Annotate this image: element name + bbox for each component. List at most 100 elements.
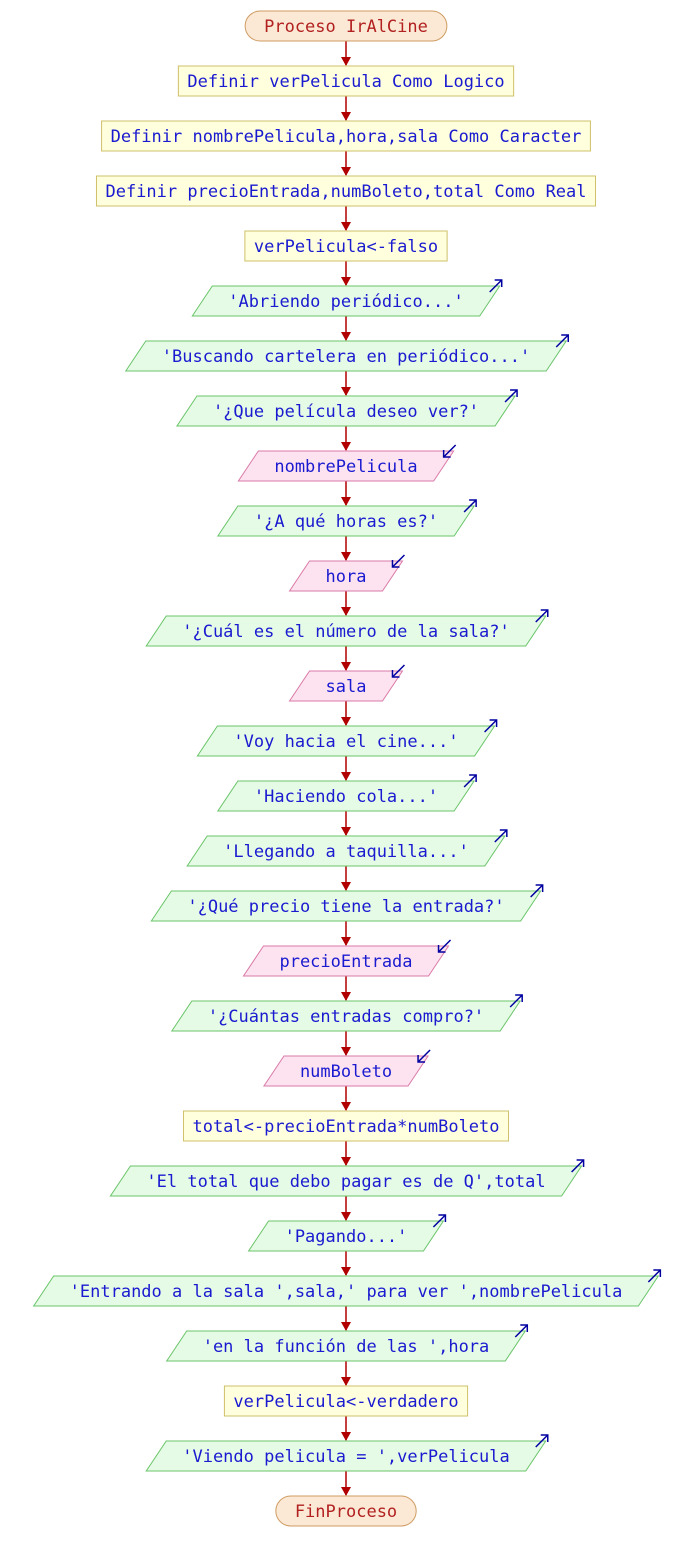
output-node-26: 'Viendo pelicula = ',verPelicula (145, 1434, 549, 1472)
node-label: Definir precioEntrada,numBoleto,total Co… (105, 182, 586, 202)
node-label: 'Abriendo periódico...' (228, 292, 463, 312)
node-label: 'El total que debo pagar es de Q',total (146, 1172, 545, 1192)
process-node-4: verPelicula<-falso (244, 230, 448, 262)
output-arrow-icon (509, 994, 523, 1008)
output-arrow-icon (463, 499, 477, 513)
node-label: Proceso IrAlCine (264, 17, 428, 37)
process-shape (223, 1385, 469, 1417)
process-node-3: Definir precioEntrada,numBoleto,total Co… (95, 175, 597, 207)
output-arrow-icon (530, 884, 544, 898)
node-label: 'Haciendo cola...' (254, 787, 438, 807)
process-shape (244, 230, 448, 262)
node-label: sala (326, 677, 367, 697)
input-shape (263, 1055, 429, 1087)
node-label: '¿Qué precio tiene la entrada?' (187, 897, 504, 917)
process-node-25: verPelicula<-verdadero (223, 1385, 469, 1417)
output-shape (165, 1330, 527, 1362)
output-arrow-icon (555, 334, 569, 348)
output-arrow-icon (571, 1159, 585, 1173)
node-label: 'Buscando cartelera en periódico...' (162, 347, 530, 367)
output-shape (145, 1440, 547, 1472)
terminal-node-27: FinProceso (275, 1495, 417, 1527)
output-node-13: 'Voy hacia el cine...' (196, 719, 498, 757)
node-label: precioEntrada (279, 952, 412, 972)
node-label: '¿Cuál es el número de la sala?' (182, 622, 510, 642)
output-arrow-icon (484, 719, 498, 733)
input-node-19: numBoleto (263, 1049, 431, 1087)
process-node-20: total<-precioEntrada*numBoleto (182, 1110, 510, 1142)
output-shape (176, 395, 516, 427)
output-shape (109, 1165, 583, 1197)
output-node-22: 'Pagando...' (247, 1214, 447, 1252)
output-node-23: 'Entrando a la sala ',sala,' para ver ',… (32, 1269, 662, 1307)
output-node-16: '¿Qué precio tiene la entrada?' (150, 884, 544, 922)
input-node-12: sala (288, 664, 406, 702)
node-label: '¿A qué horas es?' (254, 512, 438, 532)
input-shape (288, 560, 404, 592)
input-arrow-icon (437, 939, 452, 953)
output-arrow-icon (504, 389, 518, 403)
output-arrow-icon (535, 1434, 549, 1448)
node-label: Definir nombrePelicula,hora,sala Como Ca… (111, 127, 582, 147)
node-label: hora (326, 567, 367, 587)
node-label: Definir verPelicula Como Logico (187, 72, 504, 92)
input-node-10: hora (288, 554, 406, 592)
node-label: FinProceso (295, 1502, 397, 1522)
process-shape (101, 120, 591, 152)
node-label: 'Viendo pelicula = ',verPelicula (182, 1447, 510, 1467)
output-shape (170, 1000, 522, 1032)
node-label: 'Voy hacia el cine...' (233, 732, 458, 752)
terminal-node-0: Proceso IrAlCine (244, 10, 448, 42)
output-node-15: 'Llegando a taquilla...' (186, 829, 508, 867)
node-label: verPelicula<-falso (254, 237, 438, 257)
input-shape (242, 945, 450, 977)
output-shape (247, 1220, 445, 1252)
output-shape (32, 1275, 660, 1307)
node-label: 'Llegando a taquilla...' (223, 842, 469, 862)
process-node-2: Definir nombrePelicula,hora,sala Como Ca… (101, 120, 591, 152)
output-arrow-icon (489, 279, 503, 293)
output-shape (216, 780, 476, 812)
node-label: nombrePelicula (274, 457, 417, 477)
output-shape (145, 615, 547, 647)
input-arrow-icon (391, 554, 406, 568)
output-node-18: '¿Cuántas entradas compro?' (170, 994, 523, 1032)
input-shape (288, 670, 404, 702)
output-shape (191, 285, 501, 317)
input-arrow-icon (417, 1049, 431, 1063)
output-node-21: 'El total que debo pagar es de Q',total (109, 1159, 585, 1197)
output-node-9: '¿A qué horas es?' (216, 499, 477, 537)
node-label: '¿Que película deseo ver?' (213, 402, 479, 422)
node-label: total<-precioEntrada*numBoleto (192, 1117, 499, 1137)
output-node-14: 'Haciendo cola...' (216, 774, 477, 812)
input-shape (237, 450, 455, 482)
terminal-shape (275, 1495, 417, 1527)
process-node-1: Definir verPelicula Como Logico (177, 65, 515, 97)
process-shape (177, 65, 515, 97)
output-shape (150, 890, 542, 922)
node-label: numBoleto (300, 1062, 392, 1082)
output-arrow-icon (432, 1214, 447, 1228)
output-arrow-icon (494, 829, 508, 843)
input-node-8: nombrePelicula (237, 444, 457, 482)
node-label: '¿Cuántas entradas compro?' (208, 1007, 484, 1027)
node-label: 'en la función de las ',hora (203, 1337, 490, 1357)
output-node-11: '¿Cuál es el número de la sala?' (145, 609, 549, 647)
output-arrow-icon (463, 774, 477, 788)
input-arrow-icon (442, 444, 457, 458)
output-shape (186, 835, 506, 867)
process-shape (182, 1110, 510, 1142)
output-node-7: '¿Que película deseo ver?' (176, 389, 518, 427)
node-label: 'Pagando...' (285, 1227, 408, 1247)
node-label: 'Entrando a la sala ',sala,' para ver ',… (70, 1282, 623, 1302)
node-label: verPelicula<-verdadero (233, 1392, 458, 1412)
output-node-5: 'Abriendo periódico...' (191, 279, 503, 317)
input-arrow-icon (391, 664, 406, 678)
output-shape (124, 340, 568, 372)
output-arrow-icon (535, 609, 549, 623)
input-node-17: precioEntrada (242, 939, 452, 977)
process-shape (95, 175, 597, 207)
output-shape (216, 505, 476, 537)
output-node-24: 'en la función de las ',hora (165, 1324, 529, 1362)
